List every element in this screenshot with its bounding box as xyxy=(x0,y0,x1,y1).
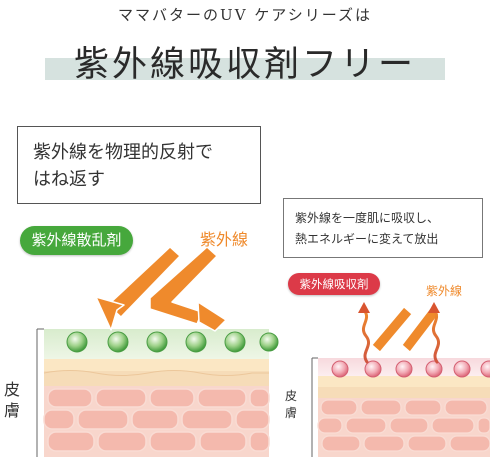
left-uv-arrows xyxy=(95,246,227,332)
right-skin-diagram xyxy=(311,357,490,457)
left-caption-line2: はね返す xyxy=(33,169,105,190)
right-skin-label: 皮膚 xyxy=(285,389,298,420)
heat-wave-arrowheads xyxy=(358,302,440,313)
right-caption-line2: 熱エネルギーに変えて放出 xyxy=(295,232,439,246)
heat-wave-arrows xyxy=(361,308,441,364)
left-skin-diagram xyxy=(36,328,279,457)
absorb-particles xyxy=(331,360,490,378)
left-caption-box: 紫外線を物理的反射で はね返す xyxy=(17,126,261,204)
right-caption-box: 紫外線を一度肌に吸収し、 熱エネルギーに変えて放出 xyxy=(283,198,483,258)
left-uv-label: 紫外線 xyxy=(200,230,249,249)
right-caption-line1: 紫外線を一度肌に吸収し、 xyxy=(295,211,440,225)
absorb-agent-badge: 紫外線吸収剤 xyxy=(288,273,380,295)
scatter-agent-badge: 紫外線散乱剤 xyxy=(20,226,133,255)
page-title: 紫外線吸収剤フリー xyxy=(73,45,416,85)
right-uv-label: 紫外線 xyxy=(426,284,463,298)
right-uv-arrows xyxy=(371,306,440,353)
title-highlight-band xyxy=(45,58,445,80)
scatter-particles xyxy=(66,331,279,353)
left-skin-label: 皮膚 xyxy=(4,380,21,420)
left-caption-line1: 紫外線を物理的反射で xyxy=(33,142,213,163)
subtitle: ママバターのUV ケアシリーズは xyxy=(118,6,372,24)
